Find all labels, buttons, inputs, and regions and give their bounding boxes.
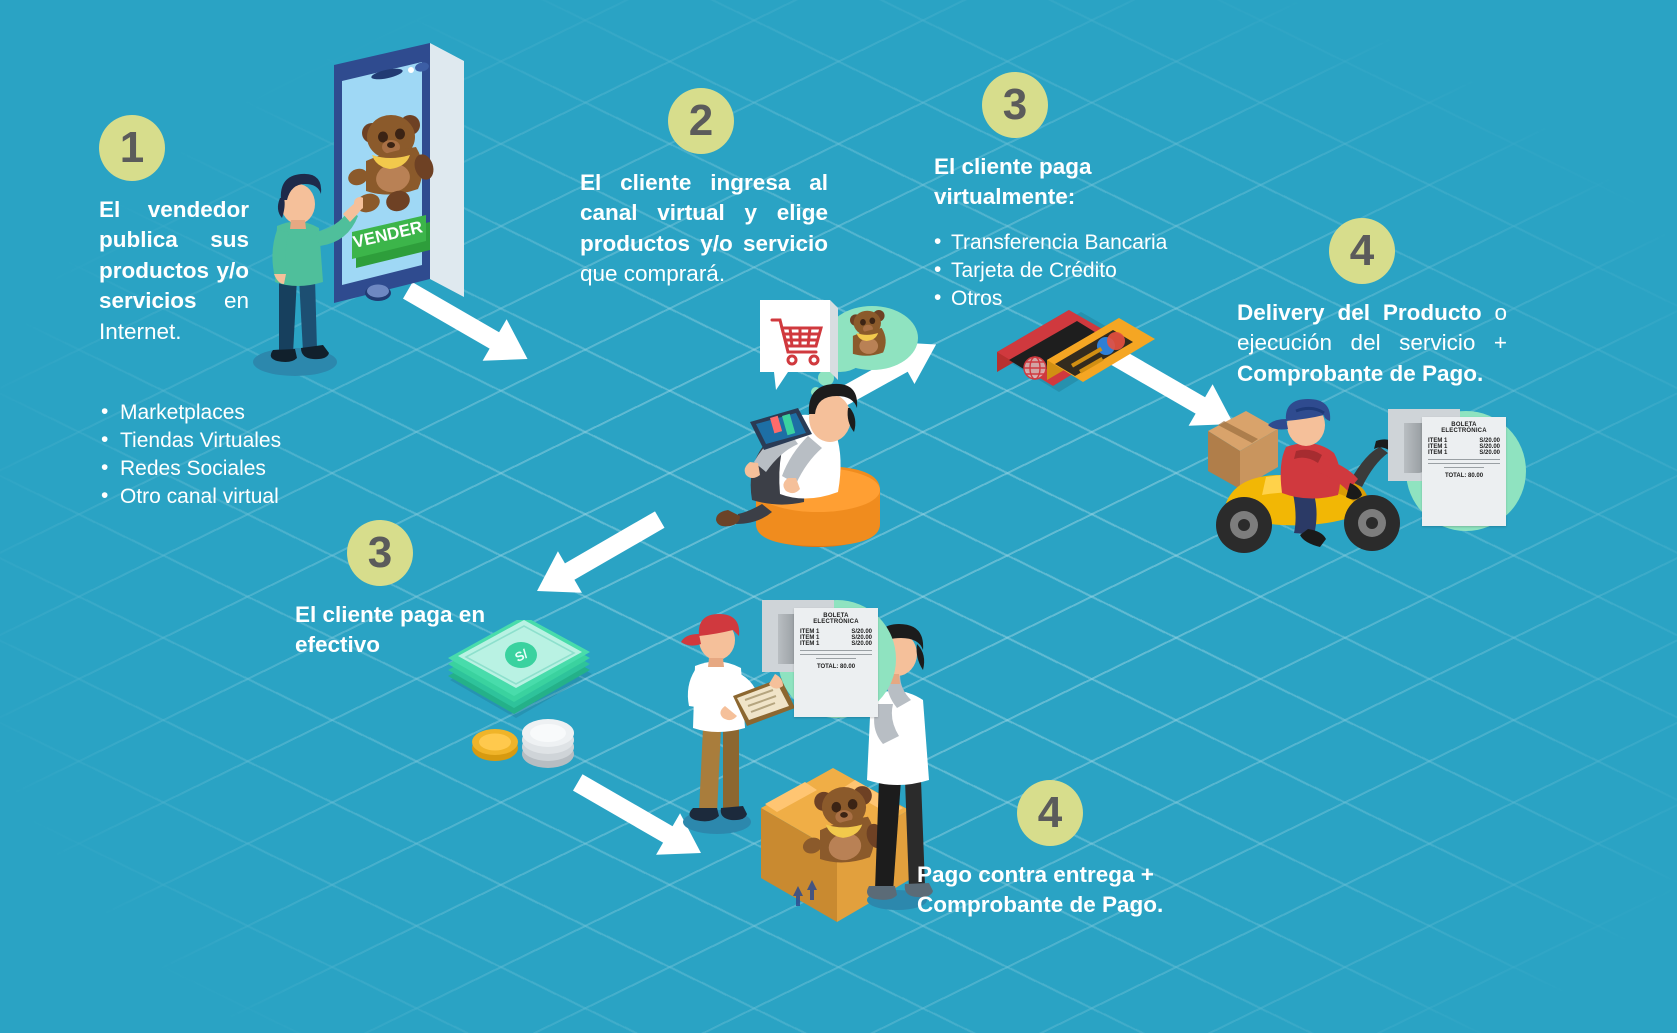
step-3-virtual-headline: El cliente paga virtualmente:	[934, 152, 1164, 213]
receipt-item-amount: S/20.00	[851, 635, 872, 641]
receipt-item-label: ITEM 1	[800, 635, 820, 641]
list-item: Transferencia Bancaria	[934, 228, 1167, 257]
step-3-client-pays-cash: 3 El cliente paga en efectivo	[295, 520, 495, 661]
receipt-title-line1: BOLETA	[1451, 422, 1477, 428]
step-1-seller-publishes: 1 El vendedor publica sus productos y/o …	[99, 115, 281, 511]
receipt-item-row: ITEM 1 S/20.00	[1428, 444, 1500, 450]
step-4-cod-headline-bold: Pago contra entrega + Comprobante de Pag…	[917, 862, 1164, 918]
list-item: Otros	[934, 284, 1167, 313]
step-2-client-enters-channel: 2 El cliente ingresa al canal virtual y …	[580, 88, 828, 290]
receipt-item-label: ITEM 1	[800, 629, 820, 635]
step-4-product-delivery: 4 Delivery del Producto o ejecución del …	[1237, 218, 1507, 389]
receipt-item-label: ITEM 1	[1428, 438, 1448, 444]
list-item: Otro canal virtual	[99, 482, 281, 511]
step-3-cash-badge: 3	[347, 520, 413, 586]
receipt-item-row: ITEM 1 S/20.00	[1428, 438, 1500, 444]
list-item: Tarjeta de Crédito	[934, 256, 1167, 285]
step-3-cash-headline: El cliente paga en efectivo	[295, 600, 495, 661]
list-item: Tiendas Virtuales	[99, 426, 281, 455]
step-4-delivery-headline: Delivery del Producto o ejecución del se…	[1237, 298, 1507, 389]
teddy-thought-bubble	[811, 306, 918, 397]
credit-cards-illustration	[985, 300, 1155, 420]
step-1-badge: 1	[99, 115, 165, 181]
receipt-item-row: ITEM 1 S/20.00	[800, 629, 872, 635]
cash-money-illustration: S/	[440, 616, 610, 770]
step-4-cod-badge: 4	[1017, 780, 1083, 846]
arrow-step1-to-step3-cash	[525, 511, 665, 612]
step-3-client-pays-virtually: 3 El cliente paga virtualmente: Transfer…	[934, 72, 1167, 313]
shopping-cart-bubble	[760, 300, 838, 390]
seller-person-illustration	[243, 170, 366, 380]
receipt-total: TOTAL: 80.00	[816, 664, 856, 670]
gold-coins	[472, 729, 518, 761]
receipt-title-line1: BOLETA	[823, 613, 849, 619]
receipt-item-amount: S/20.00	[1479, 450, 1500, 456]
step-2-headline-bold: El cliente ingresa al canal virtual y el…	[580, 170, 828, 256]
step-4-delivery-headline-bold2: Comprobante de Pago.	[1237, 360, 1484, 386]
step-1-headline: El vendedor publica sus productos y/o se…	[99, 195, 249, 347]
step-1-headline-regular: en Internet.	[99, 288, 249, 344]
receipt-sheet: BOLETA ELECTRÓNICA ITEM 1 S/20.00 ITEM 1…	[794, 608, 878, 717]
receipt-delivery: BOLETA ELECTRÓNICA ITEM 1 S/20.00 ITEM 1…	[1378, 395, 1578, 545]
receipt-item-row: ITEM 1 S/20.00	[800, 635, 872, 641]
receipt-item-amount: S/20.00	[851, 641, 872, 647]
step-1-headline-bold: El vendedor publica sus productos y/o se…	[99, 197, 249, 314]
receipt-total: TOTAL: 80.00	[1444, 473, 1484, 479]
receipt-item-amount: S/20.00	[851, 629, 872, 635]
step-2-headline-regular: que comprará.	[580, 261, 726, 287]
step-4-delivery-badge: 4	[1329, 218, 1395, 284]
step-4-cash-on-delivery: 4 Pago contra entrega + Comprobante de P…	[917, 780, 1185, 921]
client-browsing-illustration	[690, 290, 918, 547]
step-3-cash-headline-bold: El cliente paga en efectivo	[295, 602, 486, 658]
receipt-title-line2: ELECTRÓNICA	[813, 619, 859, 625]
receipt-item-amount: S/20.00	[1479, 444, 1500, 450]
list-item: Marketplaces	[99, 398, 281, 427]
list-item: Redes Sociales	[99, 454, 281, 483]
step-3-virtual-bullet-list: Transferencia Bancaria Tarjeta de Crédit…	[934, 228, 1167, 313]
receipt-item-row: ITEM 1 S/20.00	[1428, 450, 1500, 456]
step-2-badge: 2	[668, 88, 734, 154]
smartphone-illustration: VENDER	[312, 25, 482, 335]
step-2-headline: El cliente ingresa al canal virtual y el…	[580, 168, 828, 290]
step-3-virtual-badge: 3	[982, 72, 1048, 138]
step-4-delivery-headline-bold: Delivery del Producto	[1237, 300, 1482, 325]
step-4-delivery-headline-regular: o ejecución del servicio +	[1237, 300, 1507, 356]
receipt-item-label: ITEM 1	[1428, 444, 1448, 450]
step-3-virtual-headline-bold: El cliente paga virtualmente:	[934, 154, 1092, 210]
silver-coins	[522, 719, 574, 768]
receipt-cod: BOLETA ELECTRÓNICA ITEM 1 S/20.00 ITEM 1…	[748, 582, 948, 732]
delivery-scooter-illustration	[1200, 385, 1430, 565]
receipt-item-amount: S/20.00	[1479, 438, 1500, 444]
receipt-item-label: ITEM 1	[800, 641, 820, 647]
receipt-item-label: ITEM 1	[1428, 450, 1448, 456]
receipt-item-row: ITEM 1 S/20.00	[800, 641, 872, 647]
step-1-bullet-list: Marketplaces Tiendas Virtuales Redes Soc…	[99, 398, 281, 511]
receipt-title-line2: ELECTRÓNICA	[1441, 428, 1487, 434]
receipt-sheet: BOLETA ELECTRÓNICA ITEM 1 S/20.00 ITEM 1…	[1422, 417, 1506, 526]
step-4-cod-headline: Pago contra entrega + Comprobante de Pag…	[917, 860, 1185, 921]
